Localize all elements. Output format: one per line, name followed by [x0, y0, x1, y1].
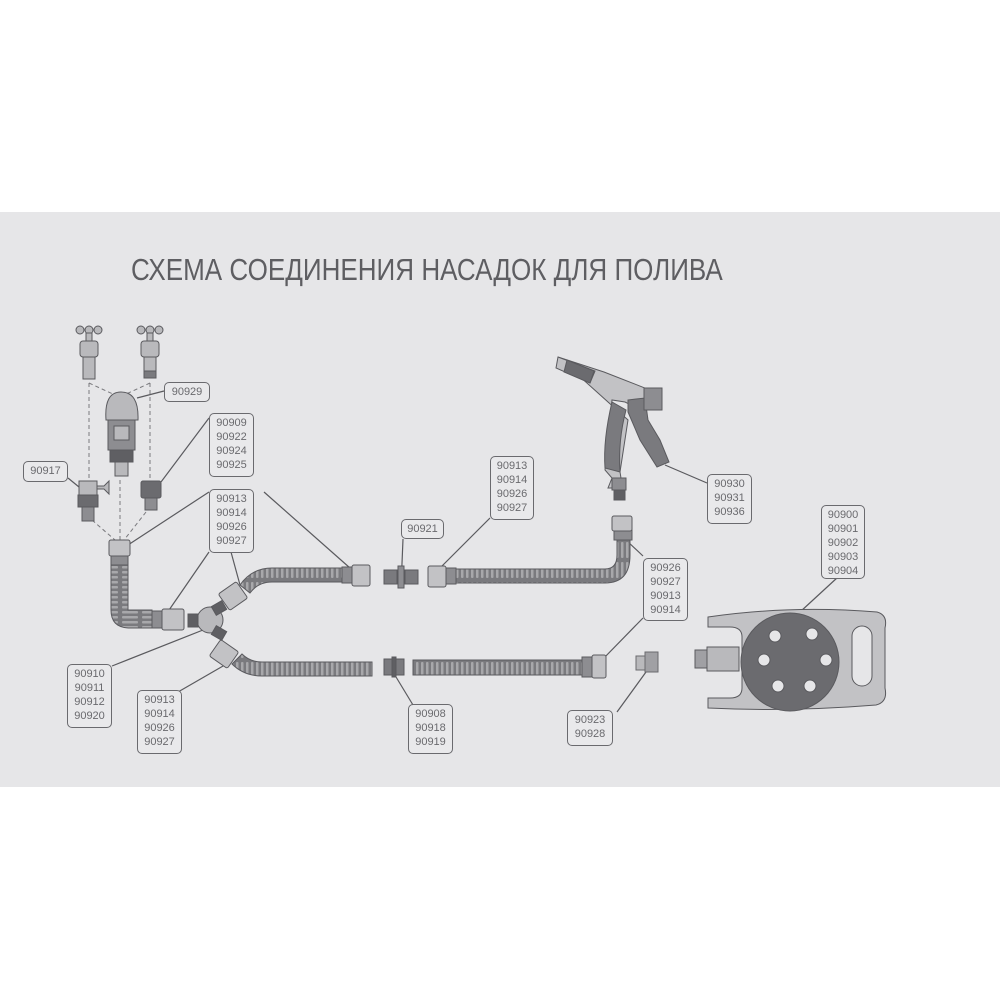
label-tap-adapter: 90929: [164, 382, 210, 402]
diagram-title: СХЕМА СОЕДИНЕНИЯ НАСАДОК ДЛЯ ПОЛИВА: [131, 252, 723, 287]
part-number: 90926: [496, 488, 528, 500]
label-nozzle-adapter: 90923 90928: [567, 710, 613, 746]
label-hose-connector-bottom-left: 90913 90914 90926 90927: [137, 690, 182, 754]
part-number: 90926: [650, 562, 681, 574]
part-number: 90926: [216, 521, 247, 533]
sprinkler-icon: [694, 608, 887, 712]
part-number: 90927: [496, 502, 528, 514]
part-number: 90925: [216, 459, 247, 471]
part-number: 90911: [74, 682, 105, 694]
hose-upper: [218, 564, 371, 611]
part-number: 90917: [30, 465, 61, 477]
part-number: 90914: [144, 708, 175, 720]
part-number: 90919: [415, 736, 446, 748]
label-sprinkler: 90900 90901 90902 90903 90904: [821, 505, 865, 579]
part-number: 90908: [415, 708, 446, 720]
part-number: 90914: [650, 604, 681, 616]
label-hose-connector-right: 90926 90927 90913 90914: [643, 558, 688, 621]
part-number: 90902: [827, 537, 859, 549]
y-splitter-icon: [187, 599, 228, 642]
part-number: 90927: [216, 535, 247, 547]
part-number: 90930: [714, 478, 745, 490]
part-number: 90912: [74, 696, 105, 708]
part-number: 90918: [415, 722, 446, 734]
part-number: 90921: [407, 523, 438, 535]
part-number: 90914: [216, 507, 247, 519]
label-hose-connector-middle: 90913 90914 90926 90927: [490, 456, 534, 520]
hose-lower: [209, 639, 373, 677]
hose-left-vertical: [108, 539, 185, 631]
part-number: 90914: [496, 474, 528, 486]
part-number: 90926: [144, 722, 175, 734]
part-number: 90901: [827, 523, 859, 535]
part-number: 90928: [574, 728, 606, 740]
label-spray-gun: 90930 90931 90936: [707, 474, 752, 524]
part-number: 90929: [171, 386, 203, 398]
part-number: 90910: [74, 668, 105, 680]
part-number: 90913: [216, 493, 247, 505]
label-threaded-adapter: 90909 90922 90924 90925: [209, 413, 254, 477]
leader-lines: [67, 390, 839, 713]
label-double-male-coupling: 90921: [401, 519, 444, 539]
valve-connector-icon: [77, 479, 110, 522]
hose-middle: [427, 515, 633, 588]
label-hose-repair: 90908 90918 90919: [408, 704, 453, 754]
part-number: 90927: [650, 576, 681, 588]
part-number: 90924: [216, 445, 247, 457]
part-number: 90909: [216, 417, 247, 429]
tap-icon-left: [75, 325, 103, 380]
part-number: 90904: [827, 565, 859, 577]
part-number: 90913: [650, 590, 681, 602]
part-number: 90931: [714, 492, 745, 504]
threaded-adapter-icon: [140, 480, 162, 511]
part-number: 90900: [827, 509, 859, 521]
nozzle-adapter-icon: [635, 651, 659, 673]
tap-adapter-icon: [105, 391, 139, 477]
tap-icon-right: [136, 325, 164, 379]
label-valve-connector: 90917: [23, 461, 68, 482]
hose-bottom: [412, 654, 607, 679]
label-y-splitter: 90910 90911 90912 90920: [67, 664, 112, 728]
part-number: 90936: [714, 506, 745, 518]
part-number: 90913: [496, 460, 528, 472]
label-hose-connector-top-left: 90913 90914 90926 90927: [209, 489, 254, 553]
spray-gun-icon: [555, 356, 670, 501]
part-number: 90922: [216, 431, 247, 443]
part-number: 90913: [144, 694, 175, 706]
part-number: 90923: [574, 714, 606, 726]
part-number: 90927: [144, 736, 175, 748]
hose-repair-icon: [383, 656, 405, 678]
part-number: 90920: [74, 710, 105, 722]
double-male-coupling-icon: [383, 565, 419, 589]
part-number: 90903: [827, 551, 859, 563]
